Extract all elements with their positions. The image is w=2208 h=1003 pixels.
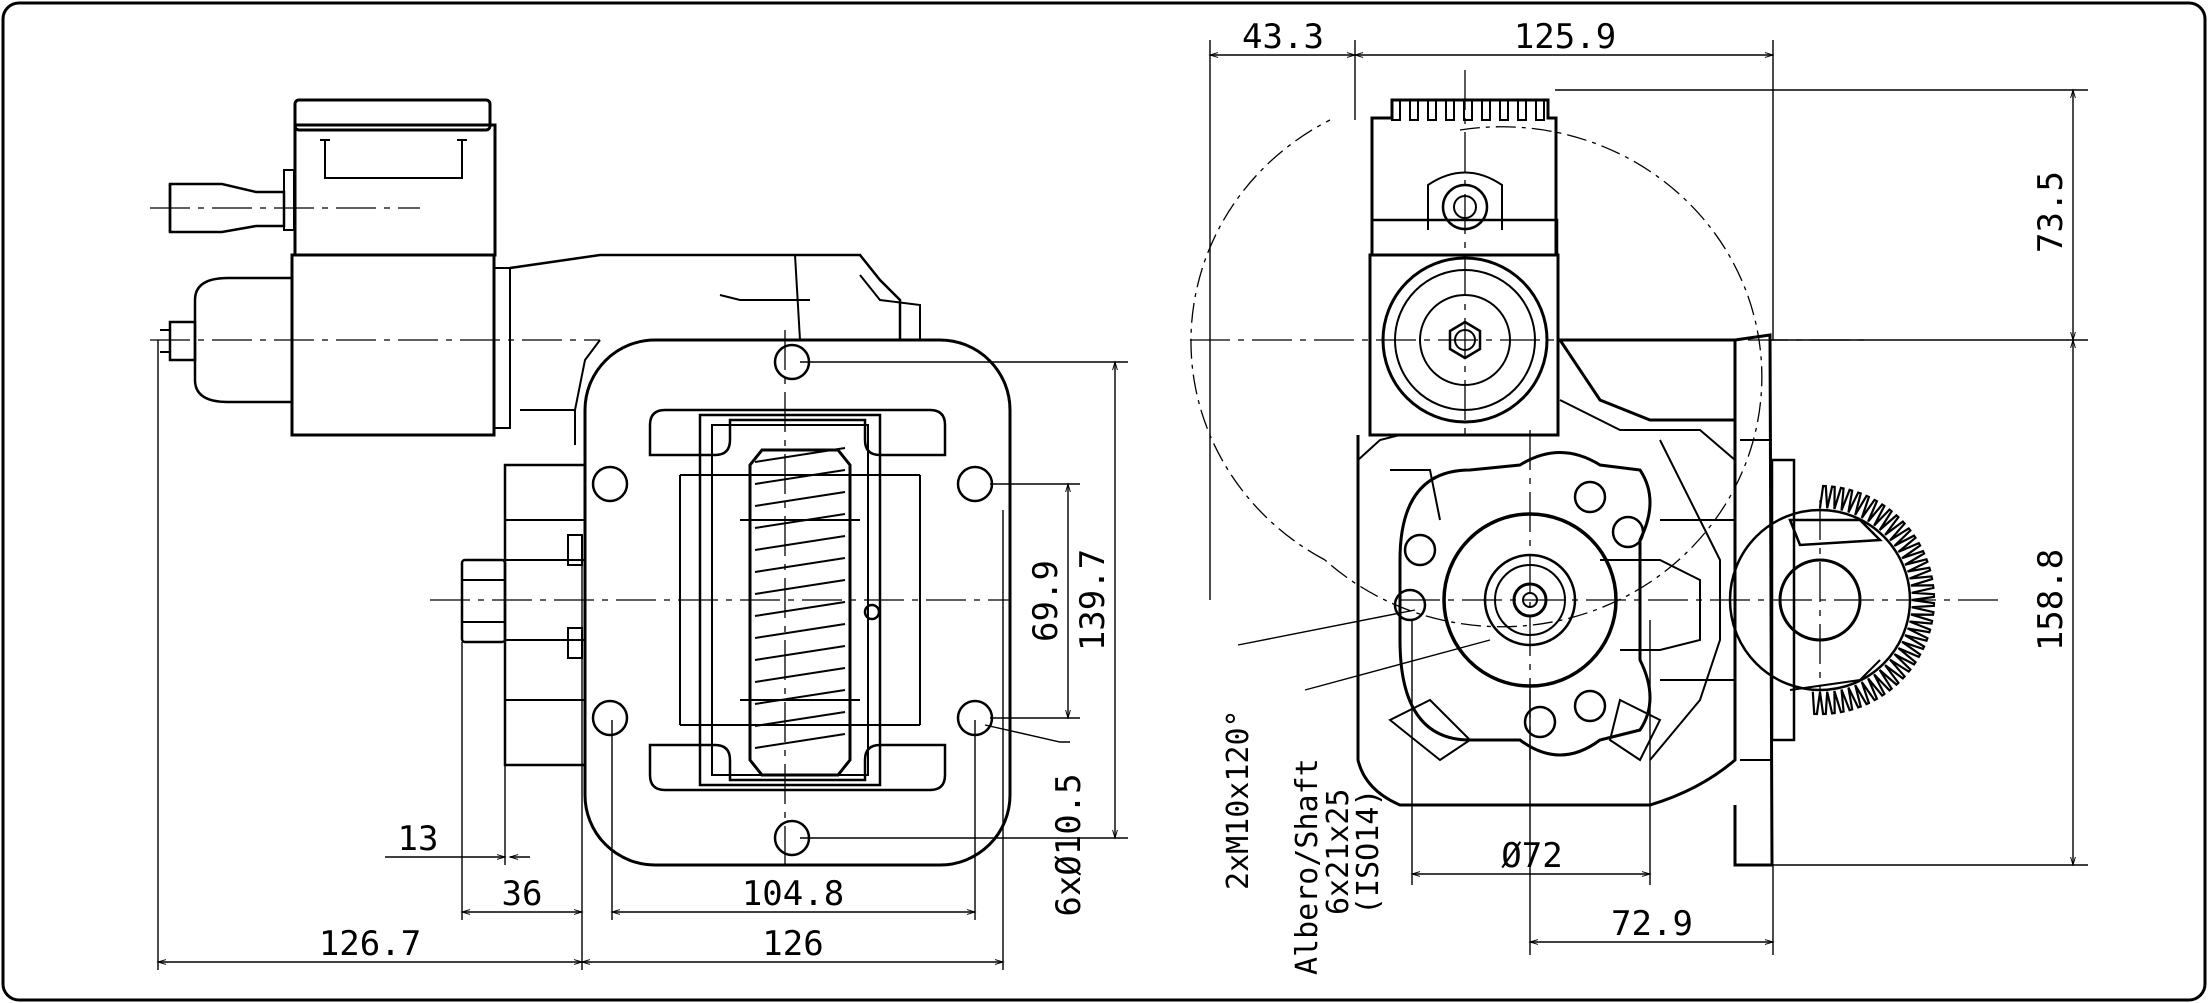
- output-flange: [1393, 451, 1652, 757]
- solenoid-fin: [1535, 99, 1545, 121]
- gear-tooth: [754, 711, 846, 727]
- gear-tooth: [754, 557, 846, 573]
- solenoid-fin: [1481, 99, 1491, 121]
- note-shaft-line3: (ISO14): [1351, 789, 1386, 915]
- dim-36: 36: [502, 874, 543, 914]
- dim-104-8: 104.8: [742, 874, 844, 914]
- side-gear-tooth-profile: [1811, 484, 1936, 716]
- gear-tooth: [754, 469, 846, 485]
- solenoid-fin: [1463, 99, 1473, 121]
- right-view: [1190, 70, 2000, 867]
- dimension-lines: [156, 40, 2088, 970]
- solenoid-fin: [1427, 99, 1437, 121]
- pto-body: [1356, 338, 1737, 807]
- dim-139-7: 139.7: [1073, 549, 1113, 651]
- dim-diameter-72: Ø72: [1501, 836, 1562, 876]
- dim-72-9: 72.9: [1611, 904, 1693, 944]
- dim-158-8: 158.8: [2031, 549, 2071, 651]
- main-flange: [583, 338, 1012, 867]
- gear-tooth: [754, 733, 846, 749]
- gear-tooth: [754, 623, 846, 639]
- note-shaft-line1: Albero/Shaft: [1290, 758, 1325, 975]
- helical-gear: [740, 447, 860, 777]
- dim-126: 126: [762, 924, 823, 964]
- dimension-labels: 13 36 104.8 126.7 126 69.9 139.7 6xØ10.5…: [319, 17, 2071, 964]
- dim-43-3: 43.3: [1242, 17, 1324, 57]
- note-bolts: 2xM10x120°: [1221, 709, 1256, 890]
- side-gear: [1728, 458, 1936, 742]
- solenoid-fin: [1391, 99, 1401, 121]
- note-shaft-line2: 6x21x25: [1321, 789, 1356, 915]
- dim-holes: 6xØ10.5: [1049, 773, 1089, 916]
- dim-69-9: 69.9: [1026, 560, 1066, 642]
- solenoid-fin: [1445, 99, 1455, 121]
- dim-125-9: 125.9: [1514, 17, 1616, 57]
- dim-73-5: 73.5: [2031, 171, 2071, 253]
- gear-tooth: [754, 447, 846, 463]
- gear-tooth: [754, 689, 846, 705]
- gear-tooth: [754, 579, 846, 595]
- gear-tooth: [754, 491, 846, 507]
- gear-tooth: [754, 535, 846, 551]
- solenoid-fin: [1409, 99, 1419, 121]
- solenoid-fin: [1499, 99, 1509, 121]
- solenoid-valve: [160, 98, 511, 437]
- gear-tooth: [754, 513, 846, 529]
- solenoid-front: [1368, 98, 1560, 437]
- dim-13: 13: [398, 819, 439, 859]
- solenoid-fin: [1517, 99, 1527, 121]
- left-view: [150, 98, 1012, 870]
- gear-tooth: [754, 667, 846, 683]
- notes: 2xM10x120° Albero/Shaft 6x21x25 (ISO14): [1221, 709, 1386, 975]
- gear-tooth: [754, 645, 846, 661]
- gear-tooth: [754, 601, 846, 617]
- dim-126-7: 126.7: [319, 924, 421, 964]
